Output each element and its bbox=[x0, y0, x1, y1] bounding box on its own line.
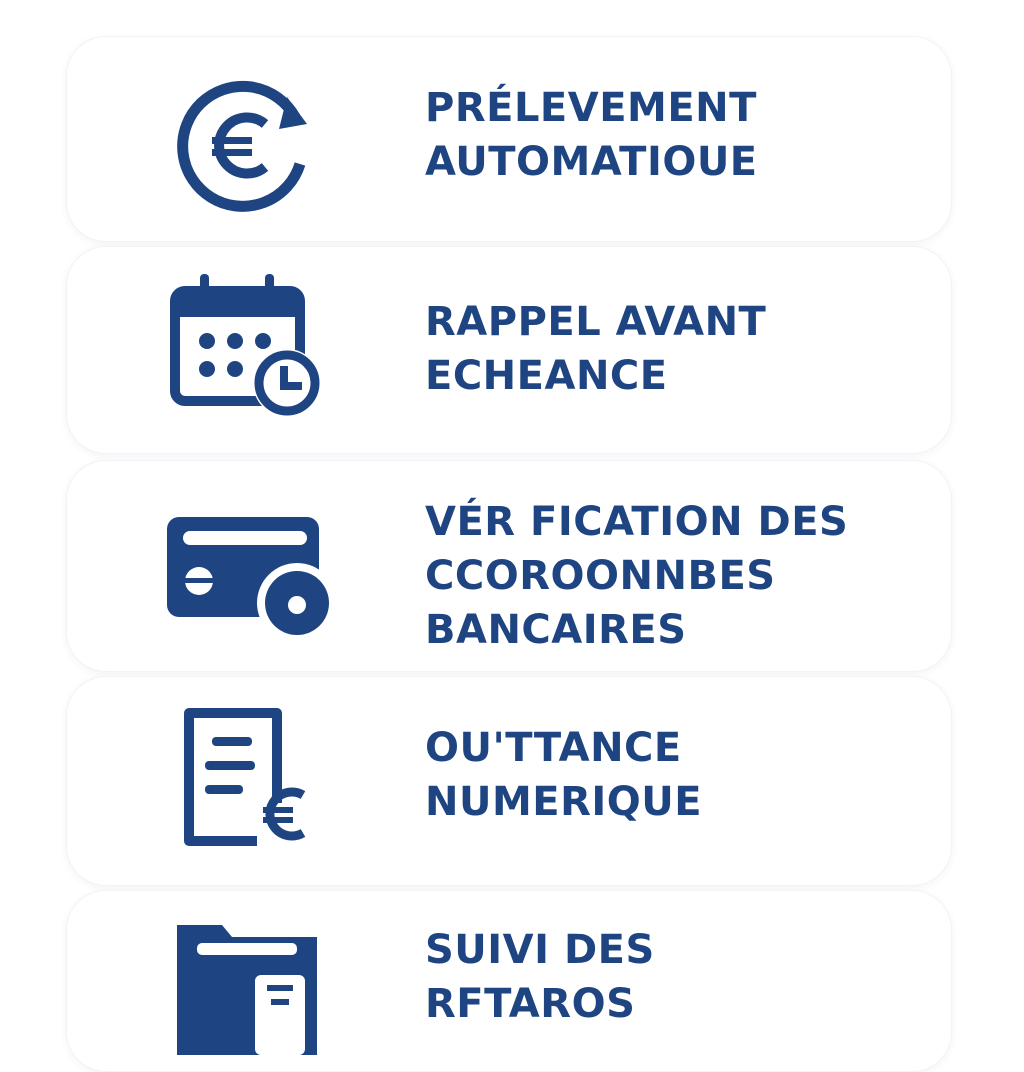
label-line: NUMERIQUE bbox=[425, 779, 703, 825]
folder-icon bbox=[177, 925, 317, 1055]
item-label: SUIVI DES RFTAROS bbox=[425, 923, 655, 1031]
label-line: RAPPEL AVANT bbox=[425, 299, 767, 345]
label-line: AUTOMATIOUE bbox=[425, 139, 758, 185]
credit-card-icon bbox=[167, 517, 337, 643]
euro-refresh-icon bbox=[177, 80, 307, 212]
item-label: VÉR FICATION DES CCOROONNBES BANCAIRES bbox=[425, 495, 848, 657]
calendar-clock-icon bbox=[170, 274, 321, 417]
list-item-prelevement[interactable]: PRÉLEVEMENT AUTOMATIOUE bbox=[66, 36, 952, 242]
list-item-verification[interactable]: VÉR FICATION DES CCOROONNBES BANCAIRES bbox=[66, 460, 952, 672]
label-line: CCOROONNBES bbox=[425, 553, 776, 599]
list-item-quittance[interactable]: OU'TTANCE NUMERIQUE bbox=[66, 676, 952, 886]
label-line: VÉR FICATION DES bbox=[425, 499, 849, 545]
item-label: RAPPEL AVANT ECHEANCE bbox=[425, 295, 766, 403]
item-label: PRÉLEVEMENT AUTOMATIOUE bbox=[425, 81, 758, 189]
label-line: ECHEANCE bbox=[425, 353, 668, 399]
list-item-rappel[interactable]: RAPPEL AVANT ECHEANCE bbox=[66, 246, 952, 454]
list-item-suivi[interactable]: SUIVI DES RFTAROS bbox=[66, 890, 952, 1072]
label-line: BANCAIRES bbox=[425, 607, 687, 653]
label-line: RFTAROS bbox=[425, 981, 636, 1027]
label-line: PRÉLEVEMENT bbox=[425, 85, 757, 131]
euro-document-icon bbox=[184, 708, 306, 846]
item-label: OU'TTANCE NUMERIQUE bbox=[425, 721, 702, 829]
label-line: SUIVI DES bbox=[425, 927, 655, 973]
label-line: OU'TTANCE bbox=[425, 725, 682, 771]
